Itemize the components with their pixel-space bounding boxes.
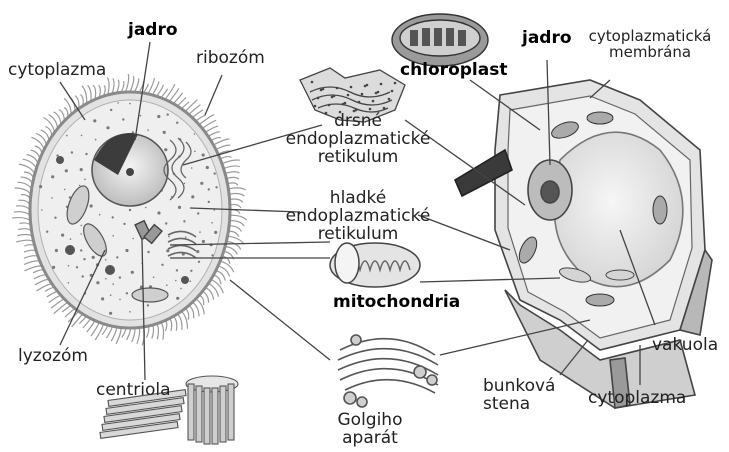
label-membrane: cytoplazmatická membrána <box>575 29 725 61</box>
label-chloroplast: chloroplast <box>400 62 507 80</box>
label-nucleus-animal: jadro <box>128 22 178 40</box>
animal-cell <box>12 74 247 345</box>
label-smooth-er: hladké endoplazmatické retikulum <box>283 190 433 244</box>
label-cytoplasm-animal: cytoplazma <box>8 62 106 80</box>
label-lysosome: lyzozóm <box>18 348 88 366</box>
label-rough-er: drsné endoplazmatické retikulum <box>283 113 433 167</box>
chloroplast-illustration <box>392 14 488 66</box>
label-nucleus-plant: jadro <box>522 30 572 48</box>
label-golgi: Golgiho aparát <box>330 412 410 448</box>
animal-nucleus <box>92 133 168 206</box>
label-ribosome: ribozóm <box>196 50 265 68</box>
label-mitochondria: mitochondria <box>333 294 460 312</box>
label-vacuole: vakuola <box>652 337 718 355</box>
golgi-illustration <box>338 335 438 407</box>
label-cell-wall: bunková stena <box>483 378 555 414</box>
label-centriole: centriola <box>96 382 171 400</box>
mitochondrion-illustration <box>330 243 420 287</box>
label-cytoplasm-plant: cytoplazma <box>588 390 686 408</box>
